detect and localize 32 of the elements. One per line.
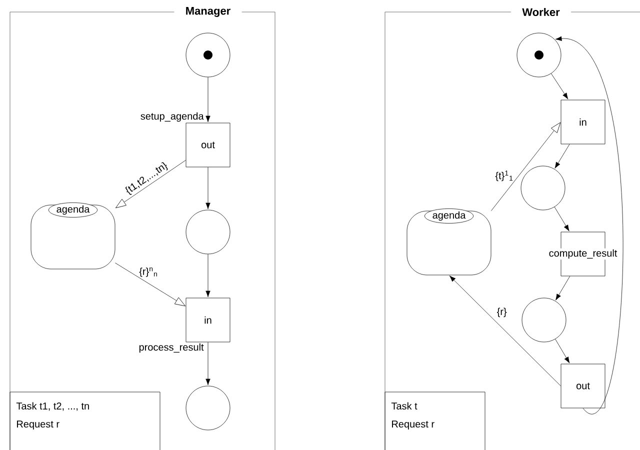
token-place-circle — [516, 32, 562, 78]
arrow — [556, 276, 570, 300]
arrow — [555, 36, 624, 414]
arrow — [206, 167, 210, 210]
arrow — [554, 206, 570, 232]
arrow — [554, 144, 570, 168]
arrow — [491, 122, 561, 211]
place-circle — [520, 166, 566, 210]
token-place-circle — [186, 32, 230, 78]
arrow — [555, 338, 570, 364]
agenda-place: agenda — [30, 202, 116, 270]
info-box: Task t1, t2, ..., tn Request r — [10, 392, 160, 450]
transition-label: process_result — [139, 343, 204, 353]
place-circle — [186, 386, 230, 430]
arrow — [115, 262, 186, 306]
place-circle — [522, 298, 566, 342]
transition-box: in — [186, 298, 230, 342]
arrow — [551, 73, 568, 100]
transition-box: in — [560, 100, 606, 144]
arrow — [449, 276, 561, 386]
transition-box: compute_result — [548, 232, 618, 276]
arrow — [206, 254, 210, 298]
arrow — [115, 160, 186, 208]
place-circle — [186, 210, 230, 254]
transition-box: out — [560, 364, 606, 408]
transition-box: out — [186, 122, 230, 168]
agenda-place: agenda — [406, 208, 492, 276]
transition-label: setup_agenda — [140, 112, 204, 122]
arrow — [206, 342, 210, 386]
arrow — [206, 77, 210, 122]
info-box: Task t Request r — [384, 392, 486, 450]
edge-label: {r} — [497, 308, 507, 318]
